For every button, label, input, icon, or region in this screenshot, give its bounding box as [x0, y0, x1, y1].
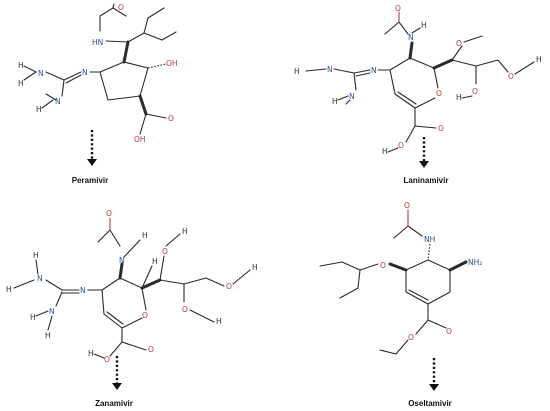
- laninamivir-amide-h: H: [421, 21, 427, 30]
- peramivir-h2: H: [18, 79, 24, 88]
- zanamivir-h9: H: [88, 349, 94, 358]
- peramivir-carboxyl-oh: OH: [134, 135, 146, 144]
- laninamivir-guanidine-n: N: [371, 66, 377, 75]
- laninamivir-amide-n: N: [408, 33, 414, 42]
- zanamivir-amide-n: N: [119, 256, 125, 265]
- peramivir-carbonyl-oxygen: O: [118, 3, 124, 12]
- zanamivir-carbonyl-o: O: [106, 209, 112, 218]
- laninamivir-ring-o: O: [436, 89, 442, 98]
- laninamivir-methoxy-o: O: [456, 39, 462, 48]
- laninamivir-carboxyl-o: O: [438, 124, 444, 133]
- laninamivir-carbonyl-o: O: [395, 4, 401, 13]
- zanamivir-nh2: N: [49, 307, 55, 316]
- peramivir-hydroxyl: OH: [166, 59, 178, 68]
- peramivir-nh: N: [38, 69, 44, 78]
- zanamivir-h8: H: [45, 331, 51, 340]
- zanamivir-nh: N: [37, 274, 43, 283]
- laninamivir-nh2: N: [349, 92, 355, 101]
- oseltamivir-ester-o: O: [408, 333, 414, 342]
- zanamivir-h3: H: [216, 317, 222, 326]
- zanamivir-amide-h: H: [142, 231, 148, 240]
- zanamivir-h2: H: [182, 227, 188, 236]
- laninamivir-oh2: O: [508, 72, 514, 81]
- oseltamivir-ester-carbonyl: O: [446, 327, 452, 336]
- laninamivir-carboxyl-o2: O: [398, 141, 404, 150]
- zanamivir-h7: H: [30, 313, 36, 322]
- zanamivir-carboxyl-o2: O: [104, 355, 110, 364]
- peramivir-amide-nh: HN: [92, 38, 103, 47]
- laninamivir-h1: H: [456, 93, 462, 102]
- laninamivir-h2: H: [536, 55, 542, 64]
- laninamivir-h4: H: [332, 97, 338, 106]
- oseltamivir-structure: O NH NH₂ O O O Oseltamivir: [319, 201, 482, 408]
- zanamivir-structure: O N H O H O H O H O H N: [6, 209, 258, 408]
- laninamivir-h5: H: [382, 147, 388, 156]
- zanamivir-oh1: O: [162, 247, 168, 256]
- zanamivir-h4: H: [252, 263, 258, 272]
- oseltamivir-amine: NH₂: [468, 258, 482, 267]
- zanamivir-ring-o: O: [142, 311, 148, 320]
- peramivir-carboxyl-o: O: [168, 114, 174, 123]
- zanamivir-guanidine-n: N: [80, 286, 86, 295]
- oseltamivir-ether-o: O: [380, 261, 386, 270]
- zanamivir-h5: H: [33, 251, 39, 260]
- laninamivir-h3: H: [294, 67, 300, 76]
- oseltamivir-carbonyl-o: O: [404, 201, 410, 210]
- zanamivir-oh2: O: [182, 305, 188, 314]
- laninamivir-structure: O N H O O O H O H N N: [294, 4, 542, 185]
- zanamivir-h6: H: [6, 285, 12, 294]
- oseltamivir-label: Oseltamivir: [408, 399, 452, 408]
- peramivir-guanidine-n: N: [82, 68, 88, 77]
- peramivir-nh2: N: [55, 97, 61, 106]
- zanamivir-oh3: O: [226, 282, 232, 291]
- zanamivir-h1: H: [152, 257, 158, 266]
- zanamivir-label: Zanamivir: [95, 399, 133, 408]
- oseltamivir-amide-nh: NH: [424, 235, 435, 244]
- peramivir-structure: O HN OH O OH N N H H N: [18, 3, 178, 185]
- peramivir-h3: H: [36, 105, 42, 114]
- zanamivir-carboxyl-o: O: [148, 345, 154, 354]
- laninamivir-label: Laninamivir: [404, 176, 449, 185]
- peramivir-label: Peramivir: [72, 176, 108, 185]
- laninamivir-oh1: O: [472, 87, 478, 96]
- peramivir-h1: H: [18, 61, 24, 70]
- laninamivir-nh: N: [327, 65, 333, 74]
